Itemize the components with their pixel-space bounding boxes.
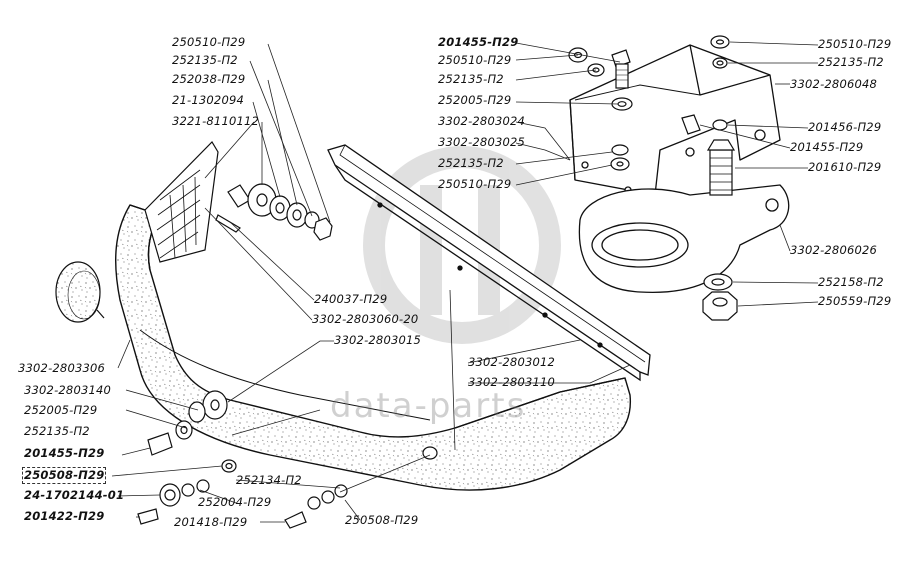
part-label-3302-2803306: 3302-2803306	[18, 361, 106, 375]
part-label-252135-tr: 252135-П2	[438, 72, 504, 86]
reflector	[55, 261, 105, 323]
part-label-201610: 201610-П29	[808, 160, 882, 174]
part-label-3302-2803140: 3302-2803140	[24, 383, 112, 397]
spacer-stack	[215, 183, 333, 241]
part-label-252135-top: 252135-П2	[172, 53, 238, 67]
part-label-3302-2803110: 3302-2803110	[468, 375, 556, 389]
part-label-252135-mid: 252135-П2	[438, 156, 504, 170]
tow-bolt	[706, 139, 736, 196]
part-label-3302-2803012: 3302-2803012	[468, 355, 556, 369]
watermark-text: data-parts	[330, 386, 527, 426]
part-label-240037: 240037-П29	[314, 292, 388, 306]
leader-lines	[111, 41, 819, 523]
part-label-3302-2803015: 3302-2803015	[334, 333, 422, 347]
part-label-201422: 201422-П29	[24, 509, 105, 523]
part-label-252005-tr: 252005-П29	[438, 93, 512, 107]
part-label-252004: 252004-П29	[198, 495, 272, 509]
part-label-250508-right: 250508-П29	[345, 513, 419, 527]
lower-right-hardware	[702, 273, 738, 321]
part-label-201456: 201456-П29	[808, 120, 882, 134]
part-label-252134: 252134-П2	[236, 473, 302, 487]
part-label-3302-2803025: 3302-2803025	[438, 135, 526, 149]
part-label-252005-bottom: 252005-П29	[24, 403, 98, 417]
part-label-252158: 252158-П2	[818, 275, 884, 289]
part-label-201455-bottom: 201455-П29	[24, 446, 105, 460]
part-label-252135-bottom: 252135-П2	[24, 424, 90, 438]
part-label-250508-left: 250508-П29	[21, 467, 107, 484]
part-label-252038: 252038-П29	[172, 72, 246, 86]
part-label-250510-right: 250510-П29	[818, 37, 892, 51]
bumper-beam	[327, 144, 651, 382]
part-label-3302-2806048: 3302-2806048	[790, 77, 878, 91]
part-label-3221-8110112: 3221-8110112	[172, 114, 260, 128]
part-label-250510-top: 250510-П29	[172, 35, 246, 49]
tow-hook	[578, 184, 790, 294]
bottom-hardware	[137, 390, 438, 529]
mounting-plate	[144, 141, 219, 263]
part-label-250510-mid: 250510-П29	[438, 177, 512, 191]
part-label-3302-2803060-20: 3302-2803060-20	[312, 312, 419, 326]
bumper-body	[114, 204, 632, 491]
part-label-250510-tr: 250510-П29	[438, 53, 512, 67]
part-label-252135-right: 252135-П2	[818, 55, 884, 69]
part-label-201455-top: 201455-П29	[438, 35, 519, 49]
part-label-250559: 250559-П29	[818, 294, 892, 308]
part-label-201418: 201418-П29	[174, 515, 248, 529]
part-label-24-1702144-01: 24-1702144-01	[24, 488, 125, 502]
part-label-21-1302094: 21-1302094	[172, 93, 244, 107]
part-label-3302-2806026: 3302-2806026	[790, 243, 878, 257]
part-label-201455-right: 201455-П29	[790, 140, 864, 154]
part-label-3302-2803024: 3302-2803024	[438, 114, 526, 128]
